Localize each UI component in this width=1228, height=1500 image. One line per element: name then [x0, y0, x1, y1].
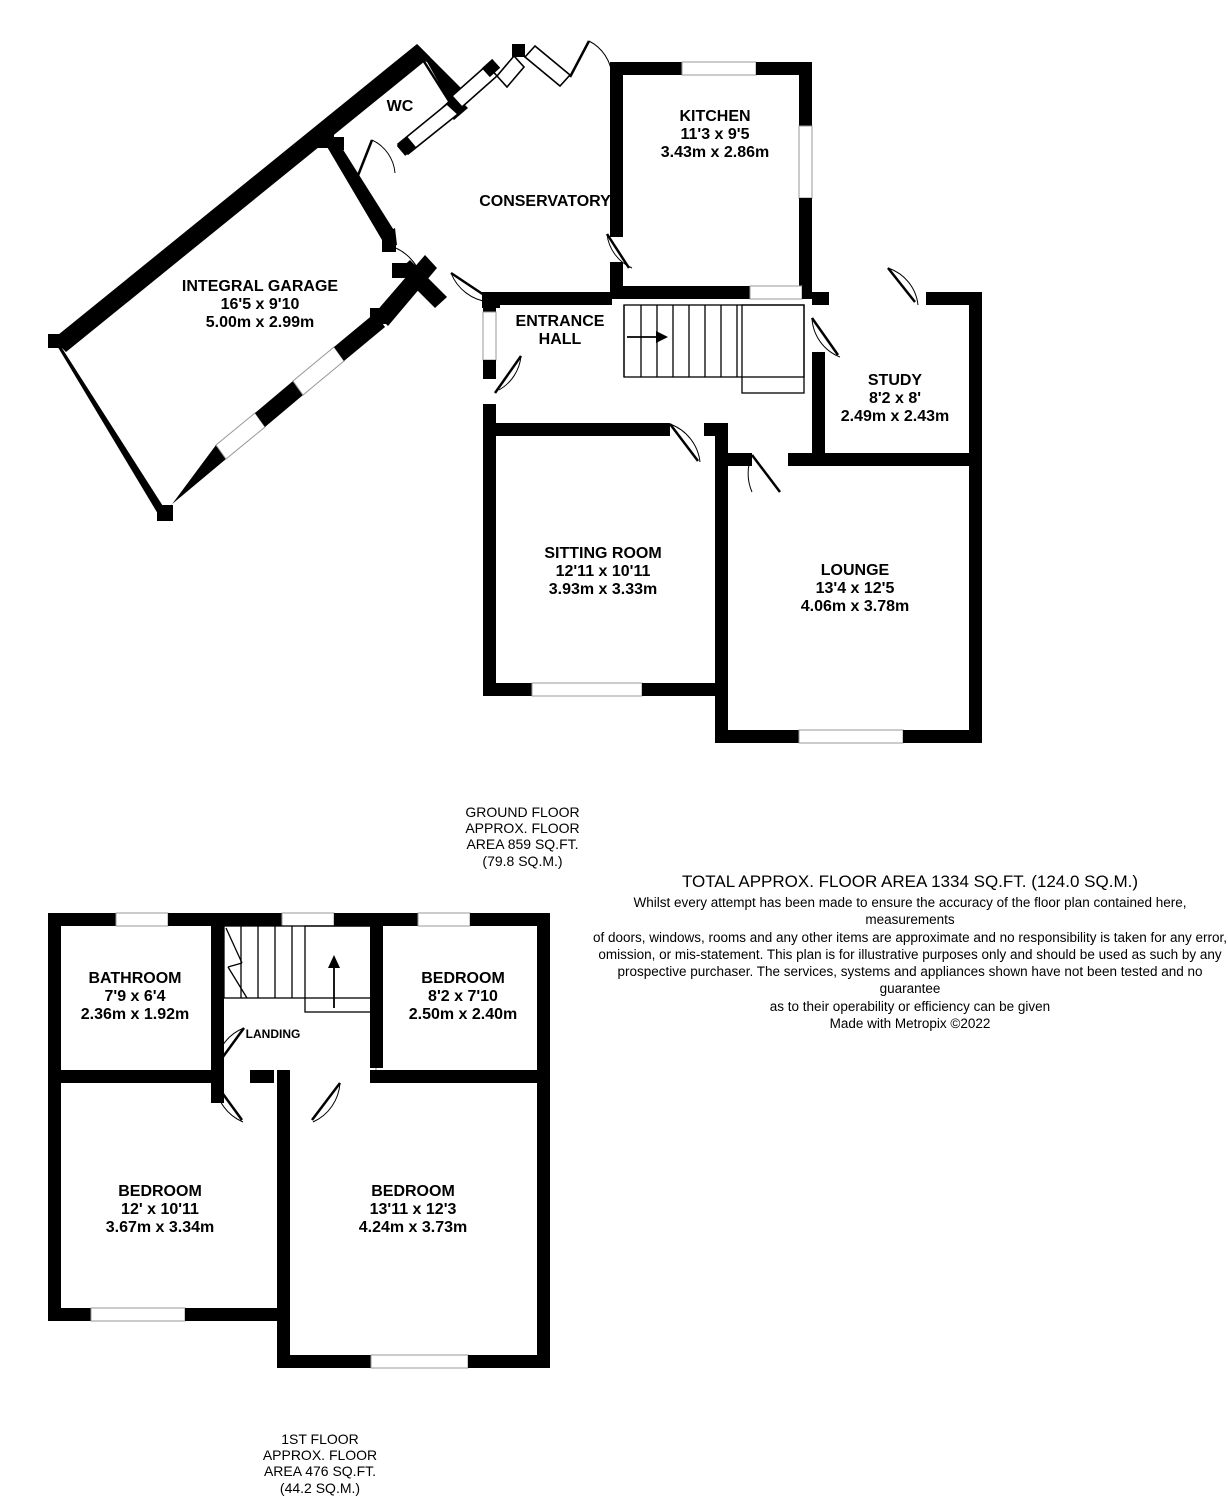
room-label-lounge: LOUNGE 13'4 x 12'5 4.06m x 3.78m: [725, 562, 985, 616]
gf-caption-line3: AREA 859 SQ.FT.: [466, 836, 579, 853]
room-label-sitting-room: SITTING ROOM 12'11 x 10'11 3.93m x 3.33m: [478, 545, 728, 599]
study-walls: [800, 267, 982, 466]
room-label-entrance-hall: ENTRANCE HALL: [490, 313, 630, 349]
kitchen-metric: 3.43m x 2.86m: [660, 143, 770, 161]
kitchen-imperial: 11'3 x 9'5: [680, 125, 750, 143]
ff-caption-line4: (44.2 SQ.M.): [279, 1479, 361, 1496]
lounge-name: LOUNGE: [820, 562, 890, 579]
bedroom-left-imperial: 12' x 10'11: [121, 1200, 199, 1218]
total-area-title: TOTAL APPROX. FLOOR AREA 1334 SQ.FT. (12…: [681, 872, 1138, 891]
ff-caption-line1: 1ST FLOOR: [281, 1431, 359, 1447]
sitting-room-metric: 3.93m x 3.33m: [548, 580, 658, 598]
disclaimer-line-5: as to their operability or efficiency ca…: [769, 998, 1051, 1014]
bedroom-main-name: BEDROOM: [371, 1183, 455, 1200]
ff-caption-line2: APPROX. FLOOR: [262, 1447, 378, 1464]
conservatory-name: CONSERVATORY: [479, 193, 611, 210]
room-label-wc: WC: [360, 98, 440, 116]
kitchen-name: KITCHEN: [679, 108, 751, 125]
sitting-room-imperial: 12'11 x 10'11: [555, 562, 651, 580]
wc-name: WC: [386, 98, 414, 115]
entrance-hall-line2: HALL: [538, 330, 582, 348]
disclaimer-line-1: Whilst every attempt has been made to en…: [633, 895, 1187, 928]
garage-imperial: 16'5 x 9'10: [220, 295, 300, 313]
gf-caption-line1: GROUND FLOOR: [465, 804, 580, 820]
disclaimer-line-4: prospective purchaser. The services, sys…: [617, 964, 1203, 997]
kitchen-walls: [610, 61, 813, 300]
first-floor-area-caption: 1ST FLOOR APPROX. FLOOR AREA 476 SQ.FT. …: [240, 1431, 400, 1496]
ground-floor-area-caption: GROUND FLOOR APPROX. FLOOR AREA 859 SQ.F…: [455, 804, 590, 869]
room-label-landing: LANDING: [238, 1027, 308, 1041]
staircase-first: [223, 925, 380, 1013]
ground-floor-plan: [48, 40, 982, 744]
room-label-integral-garage: INTEGRAL GARAGE 16'5 x 9'10 5.00m x 2.99…: [115, 278, 405, 332]
garage-name: INTEGRAL GARAGE: [181, 278, 339, 295]
conservatory-glazing: [385, 40, 633, 308]
entrance-hall-line1: ENTRANCE: [515, 313, 605, 330]
room-label-bedroom-small: BEDROOM 8'2 x 7'10 2.50m x 2.40m: [363, 970, 563, 1024]
room-label-kitchen: KITCHEN 11'3 x 9'5 3.43m x 2.86m: [590, 108, 840, 162]
gf-caption-line4: (79.8 SQ.M.): [482, 852, 563, 869]
study-imperial: 8'2 x 8': [868, 389, 922, 407]
lounge-metric: 4.06m x 3.78m: [800, 597, 910, 615]
garage-partition-walls: [318, 134, 397, 252]
bedroom-small-imperial: 8'2 x 7'10: [428, 987, 498, 1005]
disclaimer-line-2: of doors, windows, rooms and any other i…: [592, 929, 1228, 945]
room-label-bedroom-left: BEDROOM 12' x 10'11 3.67m x 3.34m: [55, 1183, 265, 1237]
disclaimer-line-3: omission, or mis-statement. This plan is…: [598, 946, 1222, 962]
bedroom-left-metric: 3.67m x 3.34m: [105, 1218, 215, 1236]
total-area-and-disclaimer: TOTAL APPROX. FLOOR AREA 1334 SQ.FT. (12…: [592, 872, 1228, 1032]
room-label-bathroom: BATHROOM 7'9 x 6'4 2.36m x 1.92m: [30, 970, 240, 1024]
bathroom-imperial: 7'9 x 6'4: [104, 987, 166, 1005]
lounge-walls: [715, 453, 982, 744]
bathroom-metric: 2.36m x 1.92m: [80, 1005, 190, 1023]
metropix-credit: Made with Metropix ©2022: [829, 1015, 991, 1031]
room-label-conservatory: CONSERVATORY: [415, 193, 675, 211]
bedroom-left-name: BEDROOM: [118, 1183, 202, 1200]
bedroom-small-name: BEDROOM: [421, 970, 505, 987]
room-label-study: STUDY 8'2 x 8' 2.49m x 2.43m: [790, 372, 1000, 426]
first-floor-plan: [48, 912, 550, 1369]
lounge-imperial: 13'4 x 12'5: [815, 579, 895, 597]
room-label-bedroom-main: BEDROOM 13'11 x 12'3 4.24m x 3.73m: [303, 1183, 523, 1237]
bedroom-main-imperial: 13'11 x 12'3: [369, 1200, 457, 1218]
ff-caption-line3: AREA 476 SQ.FT.: [263, 1463, 377, 1480]
sitting-room-name: SITTING ROOM: [544, 545, 662, 562]
bathroom-name: BATHROOM: [88, 970, 182, 987]
study-metric: 2.49m x 2.43m: [840, 407, 950, 425]
bedroom-main-metric: 4.24m x 3.73m: [358, 1218, 468, 1236]
gf-caption-line2: APPROX. FLOOR: [465, 820, 580, 837]
study-name: STUDY: [867, 372, 923, 389]
bedroom-small-metric: 2.50m x 2.40m: [408, 1005, 518, 1023]
garage-metric: 5.00m x 2.99m: [205, 313, 315, 331]
staircase-ground: [623, 304, 805, 394]
landing-name: LANDING: [245, 1027, 301, 1041]
